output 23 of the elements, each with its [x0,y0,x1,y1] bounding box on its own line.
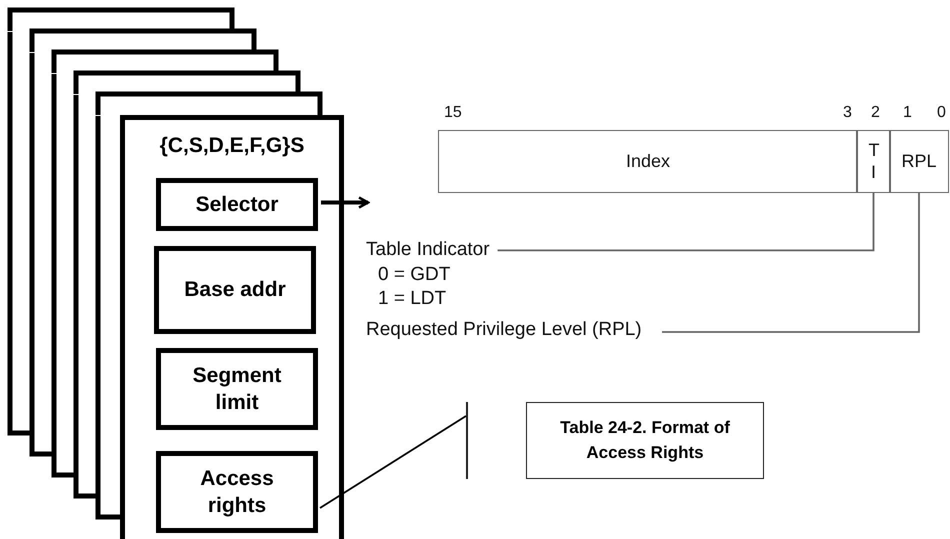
bit-field: Index [438,130,858,193]
bit-field: T I [856,130,891,193]
bit-number: 3 [843,104,852,122]
annotation-text: Table Indicator [366,238,490,262]
caption-box: Table 24-2. Format of Access Rights [526,402,764,479]
annotation-text: Requested Privilege Level (RPL) [366,318,656,346]
bit-number: 2 [871,104,880,122]
field-box: Segment limit [156,348,318,430]
bit-number: 0 [937,104,946,122]
leader-line [320,415,466,509]
leader-line [662,193,920,333]
bit-number: 1 [903,104,912,122]
register-box [120,115,344,539]
leader-line [498,193,874,252]
bit-number: 15 [444,104,462,122]
field-box: Access rights [156,451,318,533]
field-box: Base addr [154,246,316,334]
bit-field: RPL [889,130,949,193]
arrow [321,196,370,209]
annotation-text: 1 = LDT [378,287,446,312]
annotation-text: 0 = GDT [378,262,450,287]
register-title: {C,S,D,E,F,G}S [160,134,304,158]
field-box: Selector [156,178,318,231]
